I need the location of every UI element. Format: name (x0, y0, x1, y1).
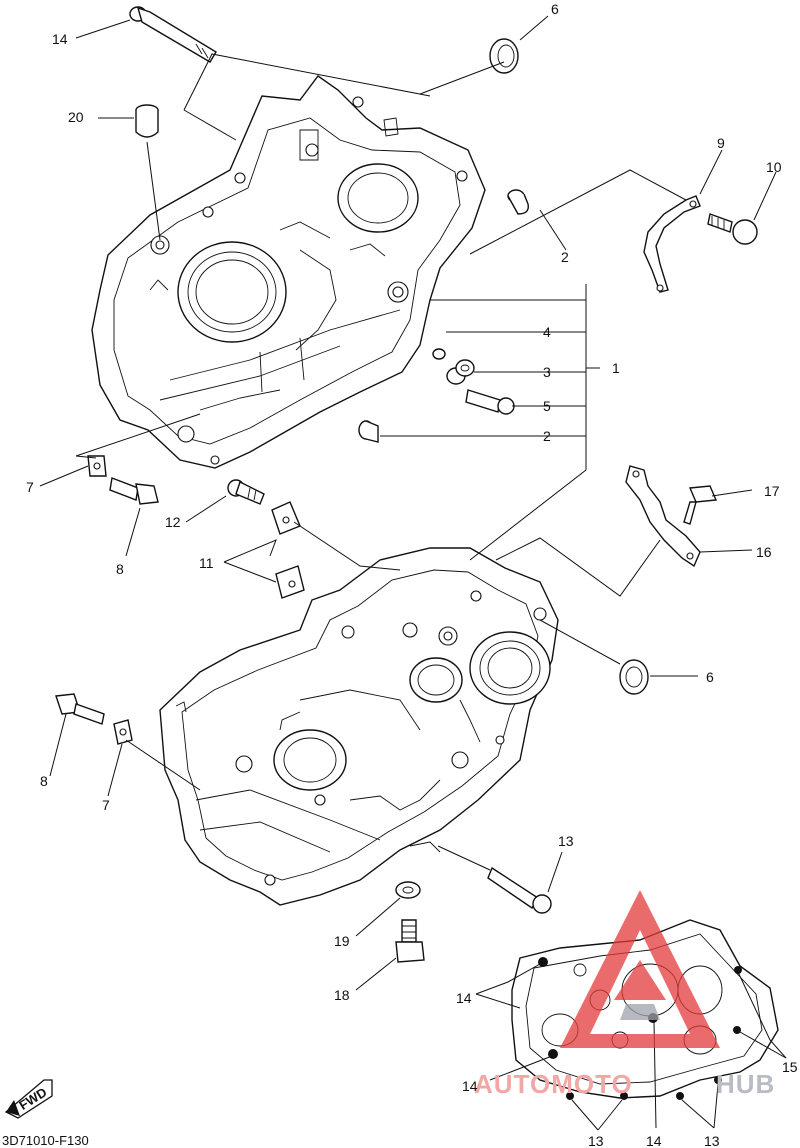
callout-14-inset-left: 14 (462, 1078, 478, 1094)
callout-8-upper: 8 (116, 561, 124, 577)
callout-2-upper: 2 (561, 249, 569, 265)
dowel-pin-2-upper (507, 189, 529, 215)
callout-5: 5 (543, 398, 551, 414)
bolt-12 (227, 479, 265, 505)
part-code: 3D71010-F130 (2, 1133, 89, 1148)
bracket-16 (625, 465, 701, 568)
callout-15: 15 (782, 1059, 798, 1075)
callout-14-inset-top: 14 (456, 990, 472, 1006)
fwd-arrow-icon: FWD (4, 1079, 53, 1119)
callout-13-inset-right: 13 (704, 1133, 720, 1148)
clip-7-lower (113, 719, 133, 745)
callout-6-top: 6 (551, 1, 559, 17)
callout-4: 4 (543, 324, 551, 340)
callout-2-lower: 2 (543, 428, 551, 444)
dowel-pin-20 (135, 104, 159, 138)
leader-lines (39, 15, 777, 991)
bolt-8-upper (109, 477, 159, 505)
clip-11-a (271, 501, 301, 535)
callout-3: 3 (543, 364, 551, 380)
callout-19: 19 (334, 933, 350, 949)
callout-1: 1 (612, 360, 620, 376)
bolt-8-lower (55, 693, 105, 725)
long-bolt-14 (129, 6, 217, 63)
oil-seal-6-top (489, 38, 519, 74)
watermark-text-right: HUB (716, 1069, 775, 1099)
callout-7-lower: 7 (102, 797, 110, 813)
callout-13-right: 13 (558, 833, 574, 849)
o-ring-4 (432, 348, 446, 360)
bolt-13 (487, 866, 552, 914)
callout-14-inset-bottom: 14 (646, 1133, 662, 1148)
callout-20: 20 (68, 109, 84, 125)
fitting-3 (446, 359, 475, 385)
crankcase-left-half (91, 75, 486, 469)
bolt-5 (465, 389, 515, 415)
watermark-logo (560, 890, 720, 1048)
callout-8-lower: 8 (40, 773, 48, 789)
callout-12: 12 (165, 514, 181, 530)
callout-9: 9 (717, 135, 725, 151)
watermark-text-left: AUTOMOTO (474, 1069, 633, 1099)
clip-7-upper (87, 455, 107, 477)
oil-seal-6-lower (619, 659, 649, 695)
dowel-pin-2-lower (358, 420, 379, 443)
callout-6-lower: 6 (706, 669, 714, 685)
callout-18: 18 (334, 987, 350, 1003)
callout-16: 16 (756, 544, 772, 560)
bolt-10 (707, 213, 758, 245)
bolt-17 (683, 485, 718, 525)
callout-17: 17 (764, 483, 780, 499)
callout-7-upper: 7 (26, 479, 34, 495)
washer-19 (395, 881, 421, 899)
callout-11: 11 (199, 555, 214, 571)
crankcase-right-half (159, 547, 559, 906)
bracket-9 (643, 195, 701, 293)
clip-11-b (275, 565, 305, 599)
callout-10: 10 (766, 159, 782, 175)
drain-bolt-18 (395, 919, 425, 963)
callout-14-top: 14 (52, 31, 68, 47)
callout-13-inset-left: 13 (588, 1133, 604, 1148)
